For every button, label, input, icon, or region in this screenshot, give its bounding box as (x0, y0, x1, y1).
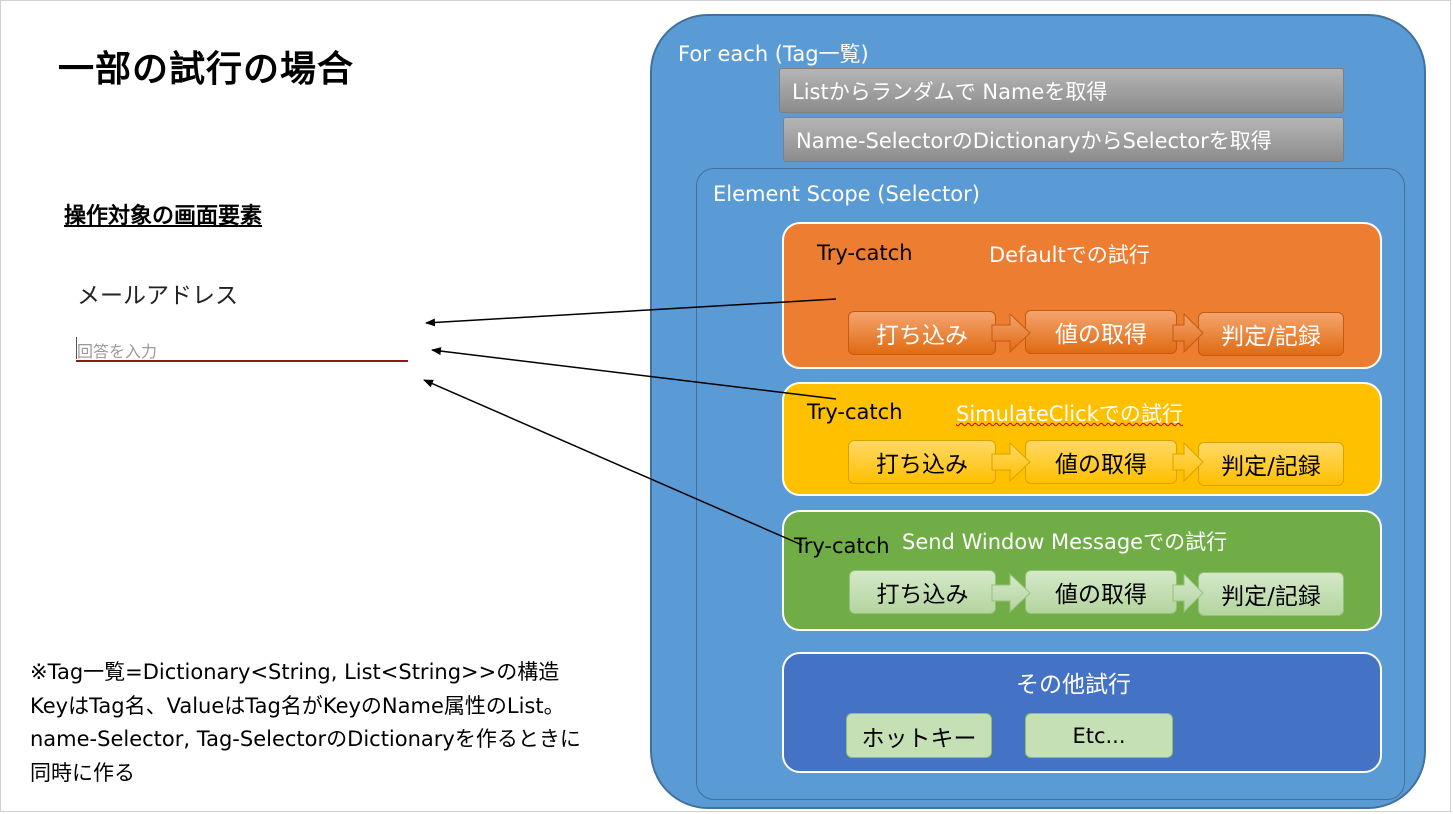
note-line-1: ※Tag一覧=Dictionary<String, List<String>>の… (30, 660, 560, 684)
pointer-arrow-default (425, 298, 837, 327)
hotkey-step: ホットキー (846, 713, 992, 758)
other-trials-title: その他試行 (1016, 672, 1131, 698)
note-line-2-text: KeyはTag名、ValueはTag名がKeyのName属性のList。 (30, 693, 565, 718)
email-field-underline (76, 360, 408, 362)
note-line-4: 同時に作る (30, 760, 135, 785)
type-step: 打ち込み (848, 311, 996, 355)
etc-step: Etc... (1025, 713, 1173, 758)
structure-note: ※Tag一覧=Dictionary<String, List<String>>の… (30, 656, 581, 790)
email-field-placeholder[interactable]: 回答を入力 (77, 342, 158, 361)
judge-record-step: 判定/記録 (1198, 312, 1344, 356)
get-value-step: 値の取得 (1025, 570, 1177, 614)
flow-arrow (1172, 312, 1204, 354)
try-catch-label: Try-catch (807, 400, 903, 424)
judge-record-step: 判定/記録 (1198, 572, 1344, 616)
email-field-label: メールアドレス (77, 283, 238, 309)
flow-arrow (991, 441, 1031, 483)
flow-arrow (991, 572, 1031, 614)
get-value-step: 値の取得 (1025, 440, 1177, 484)
note-line-2: KeyはTag名、ValueはTag名がKeyのName属性のList。 (30, 690, 581, 724)
sendwindow-method-label: Send Window Messageでの試行 (902, 530, 1228, 554)
text-cursor (76, 337, 77, 359)
pointer-arrow-sendwindow (423, 379, 803, 546)
type-step: 打ち込み (849, 570, 996, 614)
try-catch-label: Try-catch (794, 534, 890, 558)
flow-arrow (991, 312, 1031, 354)
get-random-name-step: Listからランダムで Nameを取得 (779, 68, 1344, 113)
element-scope-label: Element Scope (Selector) (713, 182, 980, 206)
simulateclick-method-text: SimulateClickでの試行 (956, 402, 1183, 426)
flow-arrow (1172, 572, 1204, 614)
note-line-3: name-Selector, Tag-SelectorのDictionaryを作… (30, 727, 581, 751)
get-value-step: 値の取得 (1025, 310, 1177, 354)
simulateclick-method-label: SimulateClickでの試行 (956, 398, 1183, 428)
flow-arrow (1172, 441, 1204, 483)
try-catch-label: Try-catch (817, 241, 913, 265)
target-element-heading: 操作対象の画面要素 (64, 204, 263, 229)
get-selector-step: Name-SelectorのDictionaryからSelectorを取得 (783, 117, 1344, 162)
pointer-arrow-simulateclick (431, 347, 837, 400)
default-method-label: Defaultでの試行 (989, 243, 1150, 267)
foreach-label: For each (Tag一覧) (678, 42, 869, 66)
page-title: 一部の試行の場合 (58, 49, 355, 90)
